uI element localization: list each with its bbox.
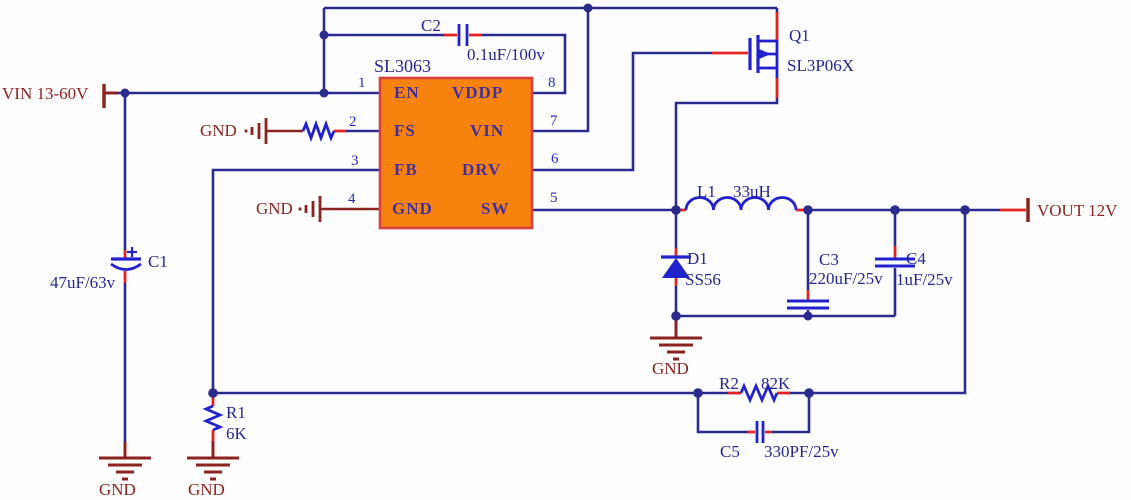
ic-pin-label-drv: DRV	[462, 160, 502, 179]
d1-part: SS56	[685, 270, 721, 289]
wire-fb	[211, 168, 380, 393]
wire-q1-drain-to-sw	[674, 96, 779, 210]
wire-c2-right-to-pin8	[482, 33, 567, 95]
pin-number-4: 4	[348, 191, 356, 207]
c1-ref: C1	[148, 252, 168, 271]
ic-pin-label-fs: FS	[394, 121, 416, 140]
c3-value: 220uF/25v	[809, 269, 883, 288]
l1-ref: L1	[697, 182, 716, 201]
pin-number-2: 2	[349, 114, 357, 130]
mosfet-q1-symbol	[748, 35, 779, 78]
gnd-symbol-c1	[99, 442, 151, 481]
d1-ref: D1	[687, 249, 708, 268]
inductor-l1-symbol	[684, 196, 798, 211]
capacitor-c1-symbol	[110, 247, 142, 271]
ic-pin-label-gnd: GND	[392, 199, 433, 218]
pin-number-1: 1	[358, 75, 366, 91]
c4-ref: C4	[906, 249, 926, 268]
pin-number-5: 5	[550, 190, 558, 206]
red-leads	[123, 12, 1026, 441]
gnd-label-c1: GND	[99, 480, 136, 499]
r1-value: 6K	[226, 424, 247, 443]
c4-value: 1uF/25v	[896, 270, 953, 289]
ic-pin-label-sw: SW	[481, 199, 510, 218]
gnd-label-r1: GND	[188, 480, 225, 499]
ic-pin-label-en: EN	[394, 83, 420, 102]
ic-name-label: SL3063	[374, 56, 432, 76]
pin-number-6: 6	[551, 151, 559, 167]
component-symbols	[110, 24, 915, 443]
vout-port-label: VOUT 12V	[1037, 201, 1118, 220]
gnd-label-pin4: GND	[256, 199, 293, 218]
wire-pin7-to-rail	[532, 8, 590, 133]
r1-ref: R1	[226, 403, 246, 422]
gnd-symbol-r1	[187, 441, 239, 481]
capacitor-c2-symbol	[457, 24, 469, 46]
gnd-label-d1: GND	[652, 359, 689, 378]
l1-value: 33uH	[733, 182, 771, 201]
resistor-r2-symbol	[739, 382, 779, 404]
capacitor-c3-symbol	[787, 299, 829, 310]
q1-ref: Q1	[789, 26, 810, 45]
r2-value: 82K	[761, 374, 791, 393]
c5-value: 330PF/25v	[764, 442, 839, 461]
capacitor-c4-symbol	[875, 257, 915, 268]
c3-ref: C3	[819, 250, 839, 269]
c5-ref: C5	[720, 442, 740, 461]
wire-net	[118, 6, 1000, 442]
resistor-fs-symbol	[301, 119, 336, 143]
pin-number-7: 7	[550, 113, 558, 129]
ground-symbols	[99, 84, 1030, 481]
pin-number-3: 3	[351, 153, 359, 169]
wire-fb-up	[809, 210, 967, 395]
q1-part: SL3P06X	[787, 56, 855, 75]
c2-value: 0.1uF/100v	[467, 45, 545, 64]
ic-pin-label-fb: FB	[394, 160, 418, 179]
ic-pin-label-vin: VIN	[470, 121, 505, 140]
wire-c5-loop-right	[772, 393, 811, 434]
ic-body	[378, 76, 534, 230]
gnd-label-fs: GND	[200, 121, 237, 140]
gnd-symbol-pin4	[298, 196, 380, 222]
capacitor-c5-symbol	[755, 421, 765, 443]
gnd-symbol-d1	[650, 318, 702, 361]
resistor-r1-symbol	[202, 404, 224, 432]
diode-d1-symbol	[661, 255, 691, 278]
wire-pin6-to-gate	[532, 51, 712, 172]
ic-pin-label-vddp: VDDP	[452, 83, 504, 102]
pin-number-8: 8	[548, 75, 556, 91]
gnd-symbol-fs	[244, 118, 303, 144]
r2-ref: R2	[719, 374, 739, 393]
wire-c5-loop	[696, 393, 747, 434]
vin-port-label: VIN 13-60V	[2, 84, 89, 103]
c1-value: 47uF/63v	[50, 273, 116, 292]
c2-ref: C2	[421, 16, 441, 35]
junction-dots	[120, 3, 970, 398]
